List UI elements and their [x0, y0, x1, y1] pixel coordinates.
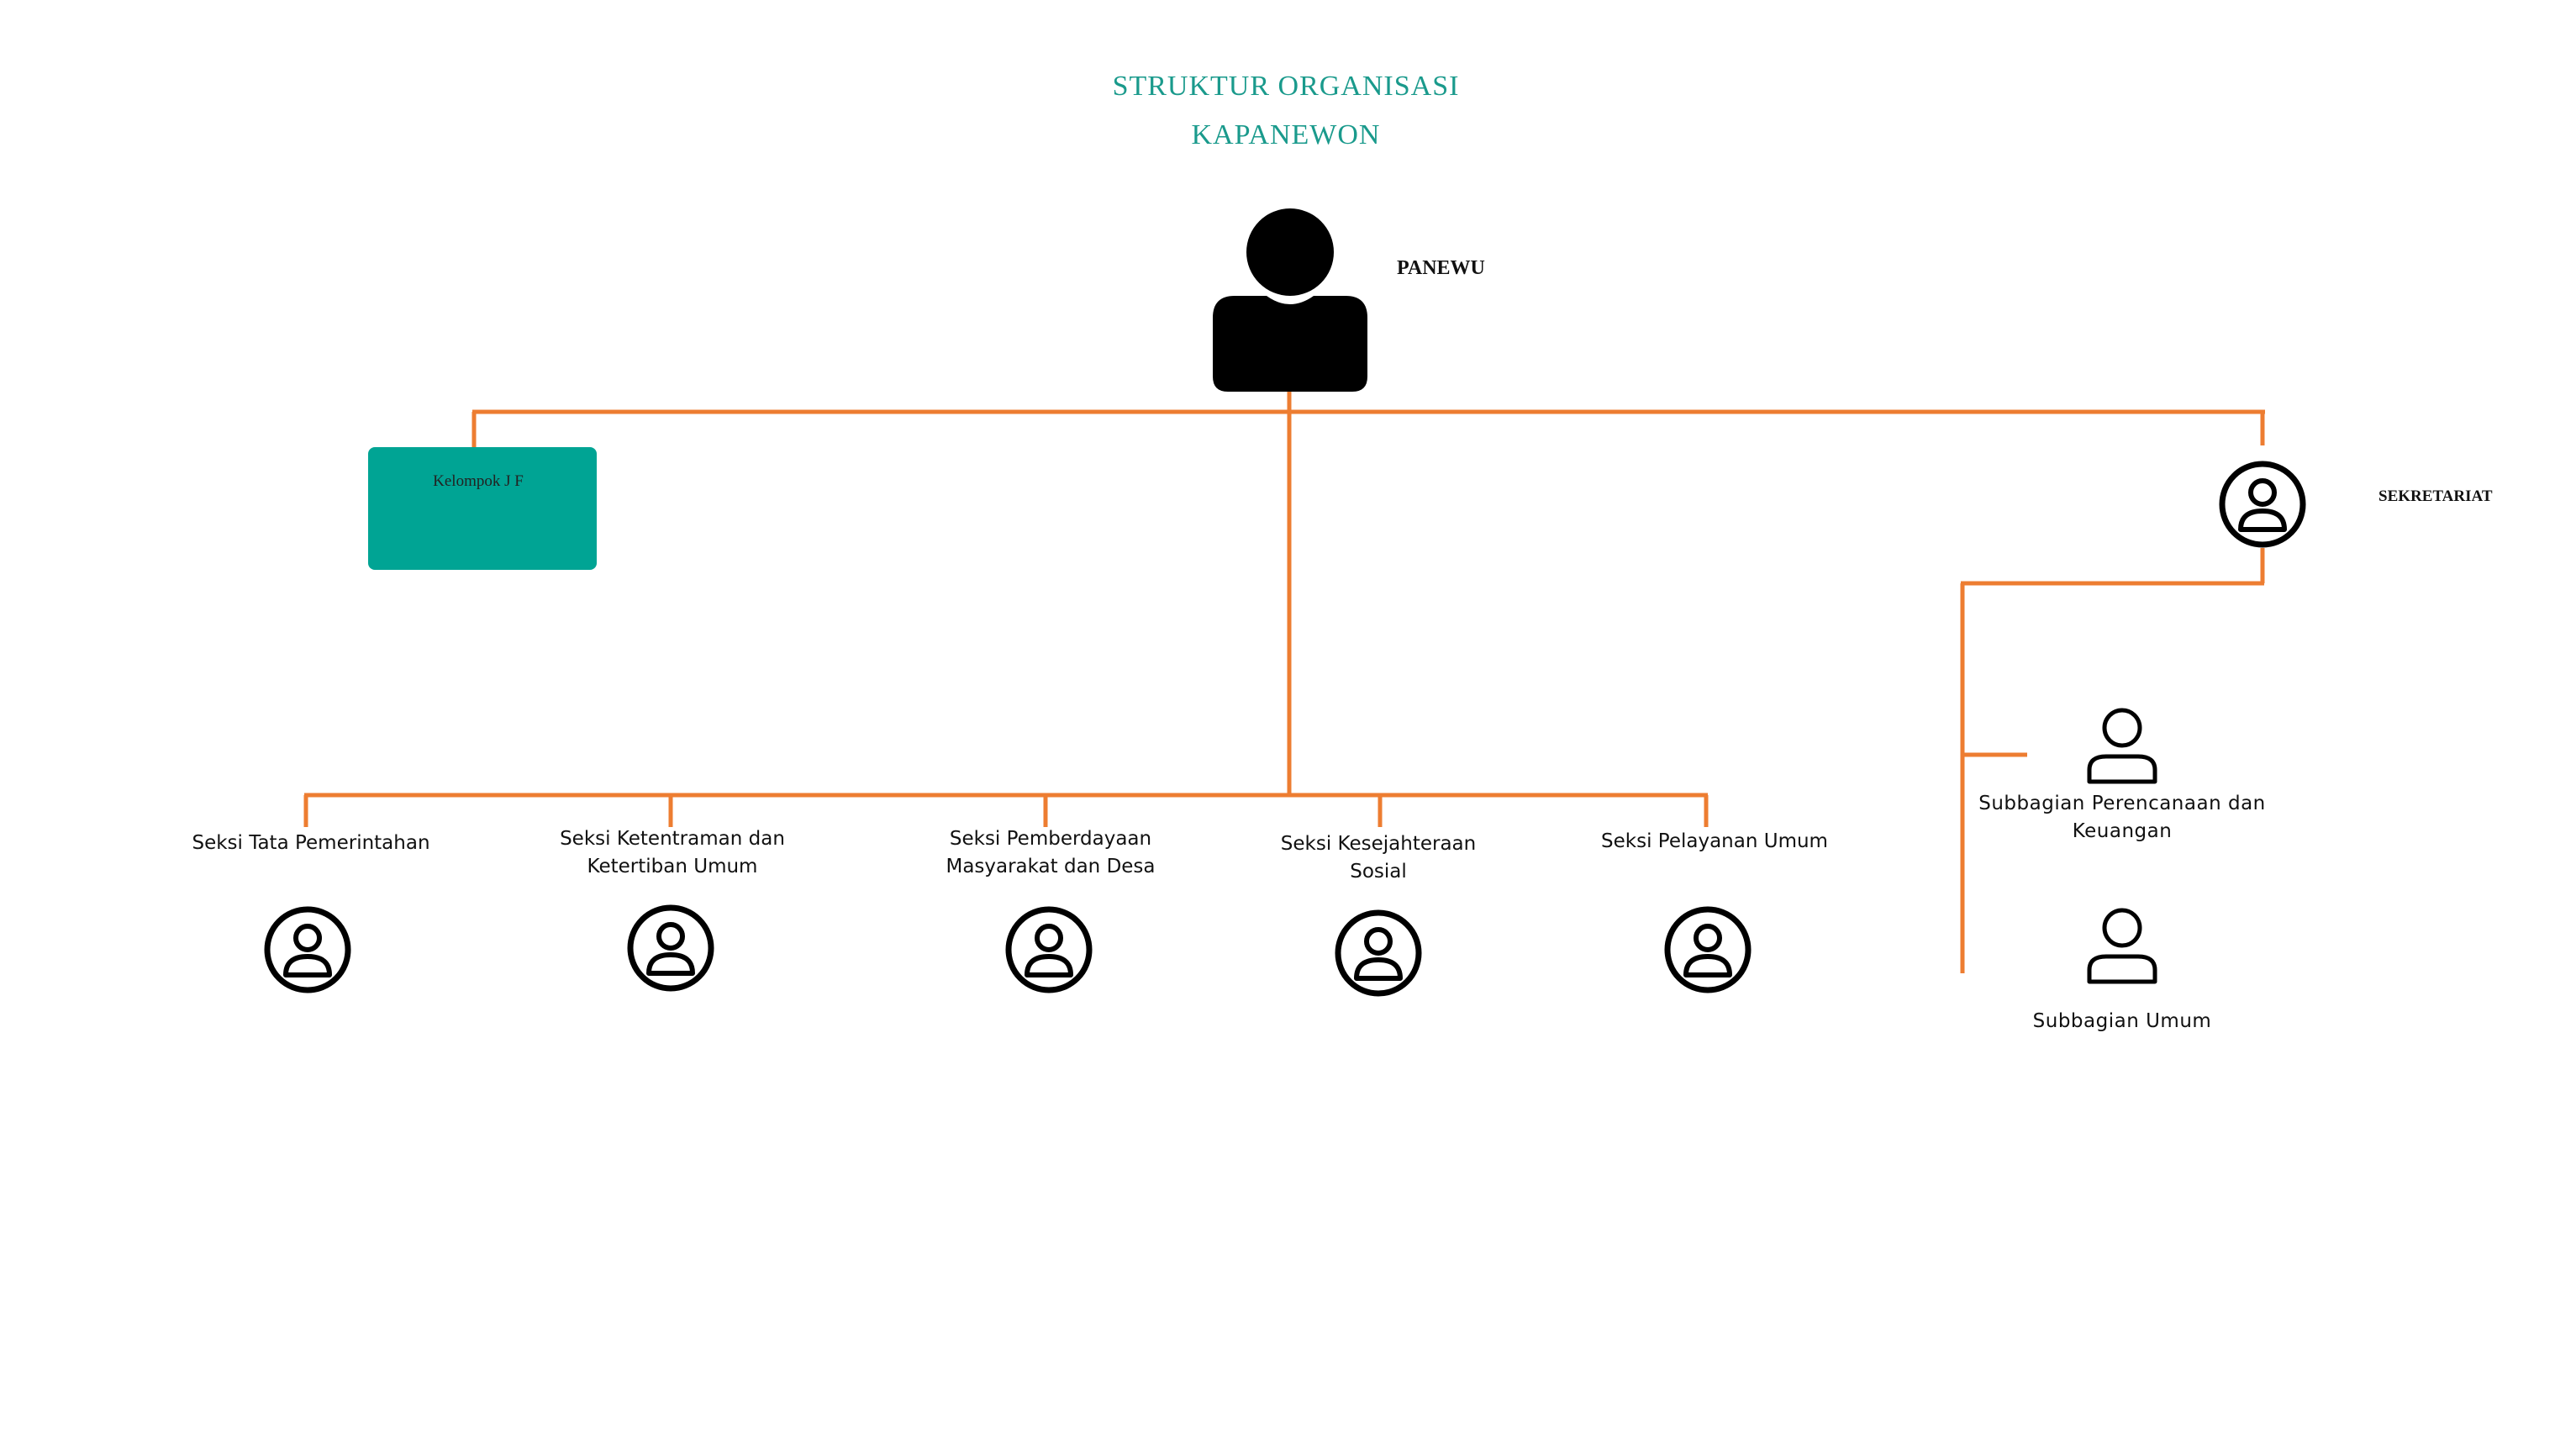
person-outline-icon [2087, 708, 2157, 784]
person-outline-icon [2087, 908, 2157, 984]
seksi-label-4: Seksi Kesejahteraan Sosial [1280, 833, 1477, 883]
seksi-4-person-circle-icon [1335, 909, 1422, 997]
subbagian-perencanaan-label: Subbagian Perencanaan dan Keuangan [1978, 793, 2266, 842]
sekretariat-label: SEKRETARIAT [2378, 487, 2493, 505]
seksi-2-person-circle-icon [627, 904, 714, 992]
seksi-label-3: Seksi Pemberdayaan Masyarakat dan Desa [946, 828, 1156, 877]
kelompok-jf-box: Kelompok J F [368, 447, 597, 570]
kelompok-jf-label: Kelompok J F [433, 472, 524, 490]
title-line-2: KAPANEWON [1191, 119, 1381, 150]
subbagian-umum-label: Subbagian Umum [2032, 1010, 2212, 1032]
seksi-label-1: Seksi Tata Pemerintahan [192, 832, 430, 854]
seksi-5-person-circle-icon [1664, 906, 1752, 993]
seksi-label-2: Seksi Ketentraman dan Ketertiban Umum [560, 828, 785, 877]
seksi-label-5: Seksi Pelayanan Umum [1601, 830, 1828, 852]
title-line-1: STRUKTUR ORGANISASI [1112, 71, 1460, 102]
person-silhouette-icon [1213, 208, 1367, 392]
seksi-3-person-circle-icon [1005, 906, 1093, 993]
panewu-label: PANEWU [1397, 257, 1485, 279]
sekretariat-person-circle-icon [2219, 461, 2306, 548]
seksi-1-person-circle-icon [264, 906, 351, 993]
